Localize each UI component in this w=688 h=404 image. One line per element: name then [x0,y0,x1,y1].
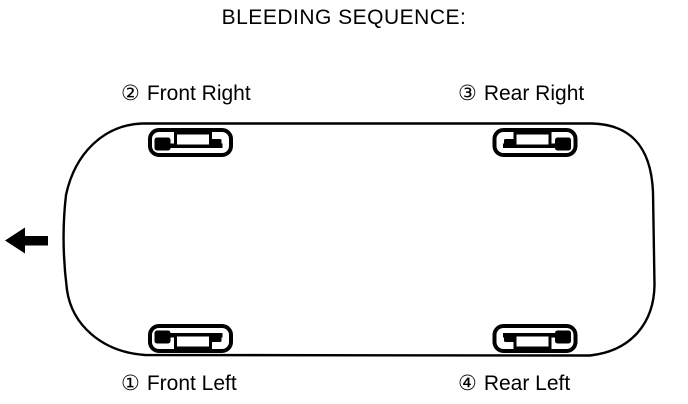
step-number-3: ③ [458,82,477,105]
label-rear-left-text: Rear Left [483,372,571,395]
label-front-left-text: Front Left [146,372,237,395]
car-body-outline [62,122,656,357]
diagram-title: BLEEDING SEQUENCE: [221,6,467,29]
step-number-4: ④ [458,372,477,395]
label-rear-left: ④ Rear Left [458,371,570,396]
wheel-rear-left-icon [492,324,578,353]
label-front-right-text: Front Right [146,82,251,105]
wheel-front-right-icon [148,128,233,157]
wheel-rear-right-icon [492,128,578,157]
label-front-left: ① Front Left [121,371,237,396]
label-rear-right-text: Rear Right [483,82,585,105]
step-number-2: ② [121,82,140,105]
wheel-front-left-icon [148,324,233,353]
step-number-1: ① [121,372,140,395]
label-rear-right: ③ Rear Right [458,81,584,106]
front-direction-arrow-icon [5,227,48,254]
label-front-right: ② Front Right [121,81,251,106]
